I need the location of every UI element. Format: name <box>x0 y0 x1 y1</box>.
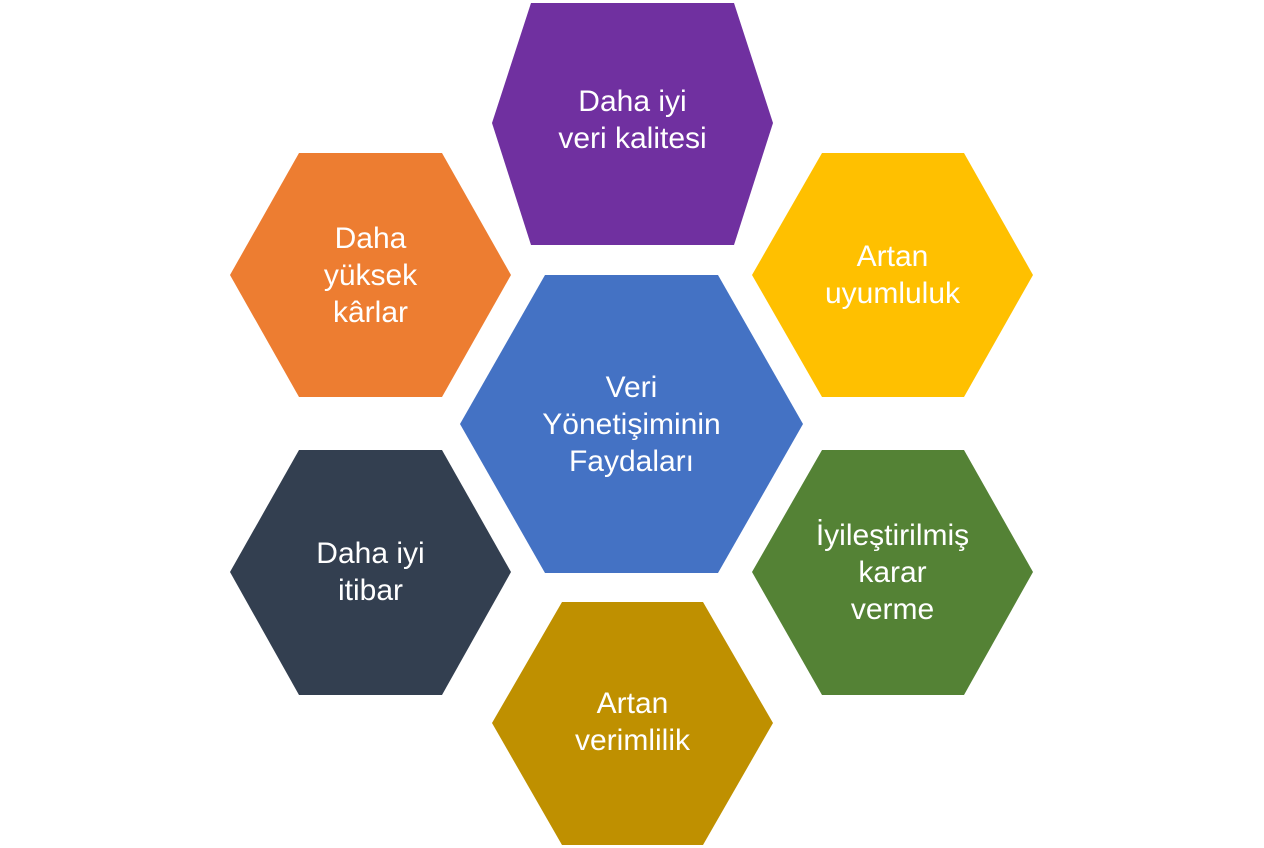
hexagon-lower-left <box>230 450 511 695</box>
hexagon-lower-right <box>752 450 1033 695</box>
hexagon-upper-left <box>230 153 511 397</box>
hexagon-bottom <box>492 602 773 845</box>
hexagon-center <box>460 275 803 573</box>
hexagon-upper-right <box>752 153 1033 397</box>
hexagon-top <box>492 3 773 245</box>
